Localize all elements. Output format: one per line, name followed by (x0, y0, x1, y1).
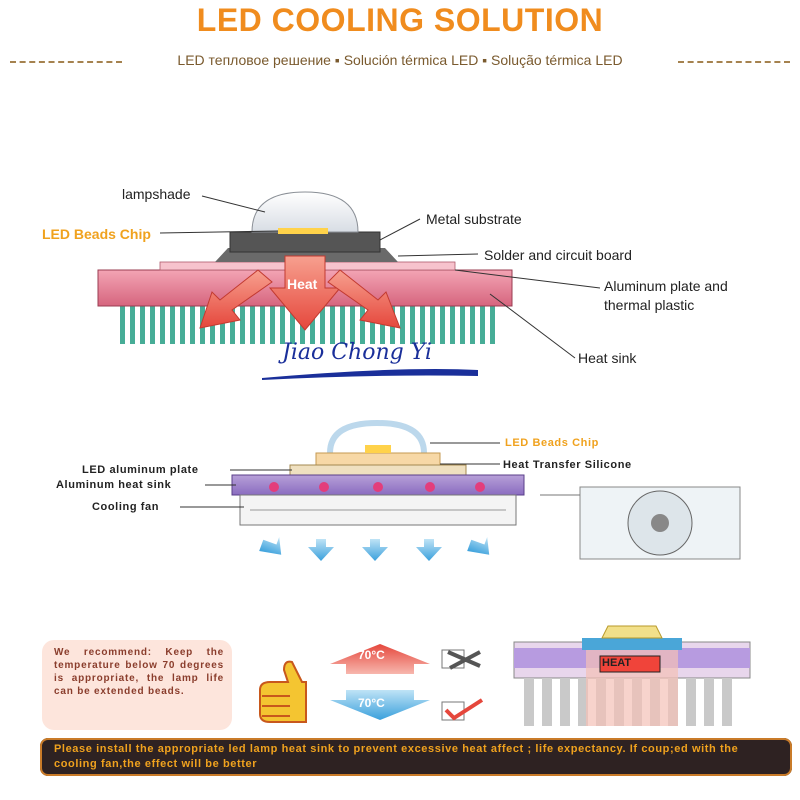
heat-badge (599, 655, 661, 673)
cooling-layer (582, 638, 682, 650)
label-aluminum-plate: Aluminum plate and (604, 278, 728, 294)
led-aluminum-plate (289, 464, 467, 476)
subtitle: LED тепловое решение ▪ Solución térmica … (177, 52, 623, 68)
label-heat-transfer-silicone: Heat Transfer Silicone (503, 459, 632, 471)
label-led-beads-chip-2: LED Beads Chip (505, 437, 599, 449)
dome-outline (327, 419, 427, 454)
heat-sink-illustration (513, 625, 751, 726)
label-solder-board: Solder and circuit board (484, 247, 632, 263)
notice-text: Please install the appropriate led lamp … (54, 743, 739, 770)
label-cooling-fan: Cooling fan (92, 501, 160, 513)
led-chip-2 (365, 445, 391, 453)
temp-down-arrow (330, 690, 430, 720)
label-lampshade: lampshade (122, 186, 191, 202)
label-heat: Heat (287, 276, 318, 292)
temperature-comparison (259, 644, 484, 723)
notice-bar (40, 738, 792, 776)
temp-low-label: 70°C (358, 696, 385, 710)
heat-arrow-down (268, 255, 342, 331)
watermark: Jiao Chong Yi (282, 340, 432, 365)
label-thermal-plastic: thermal plastic (604, 297, 695, 313)
label-led-beads-chip: LED Beads Chip (42, 226, 151, 242)
metal-substrate (229, 231, 381, 253)
label-aluminum-heat-sink: Aluminum heat sink (56, 479, 172, 491)
heat-arrow-right (327, 269, 401, 329)
heat-badge-label: HEAT (602, 657, 632, 669)
label-heat-sink: Heat sink (578, 350, 637, 366)
page-title: LED COOLING SOLUTION (196, 2, 604, 38)
temp-high-label: 70°C (358, 648, 385, 662)
cross-icon (447, 650, 481, 670)
recommendation-box (42, 640, 232, 730)
check-icon (444, 698, 484, 721)
led-chip (278, 228, 328, 234)
cool-air-arrows (259, 536, 490, 561)
watermark-underline (262, 369, 478, 380)
lampshade-dome (251, 191, 359, 233)
temp-up-arrow (330, 644, 430, 674)
fan-cooling-diagram (180, 419, 741, 561)
recommendation-text: We recommend: Keep the temperature below… (54, 647, 224, 697)
heat-arrow-left (199, 269, 273, 329)
label-metal-substrate: Metal substrate (426, 211, 522, 227)
divider-left (10, 61, 122, 63)
label-led-aluminum-plate: LED aluminum plate (82, 464, 199, 476)
led-chip-3 (601, 625, 663, 639)
chip-base (315, 452, 441, 466)
divider-right (678, 61, 790, 63)
led-structure-diagram (97, 191, 601, 380)
heat-points (269, 482, 485, 492)
thumbs-up-icon (259, 660, 307, 723)
